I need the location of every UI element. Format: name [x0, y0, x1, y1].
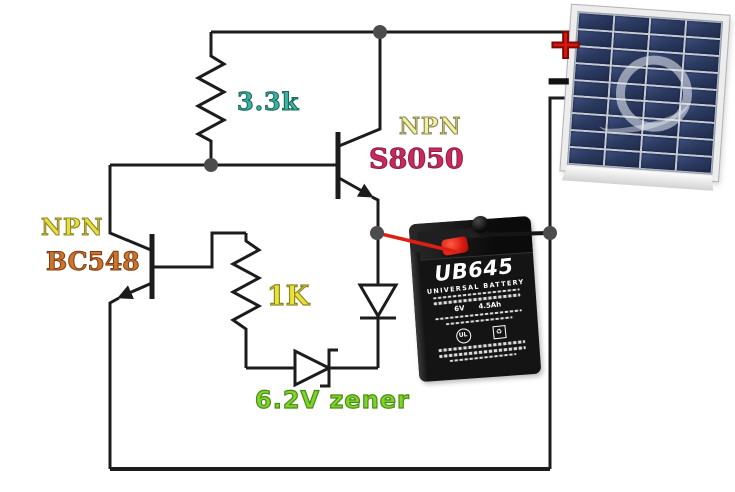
resistor-1k: [229, 233, 263, 368]
solar-cell: [573, 80, 609, 98]
label-bc548: BC548: [46, 247, 141, 276]
label-zener: 6.2V zener: [254, 386, 410, 414]
wire-bc548-base: [152, 231, 246, 269]
diode-triangle: [357, 283, 399, 319]
label-npn-bc548: NPN: [40, 214, 104, 241]
resistor-3.3k: [194, 32, 228, 165]
solar-cell: [572, 97, 608, 115]
ul-certification-icon: UL: [454, 327, 472, 345]
solar-panel-photo: [559, 3, 731, 182]
solar-cell: [613, 32, 649, 50]
label-s8050: S8050: [369, 144, 465, 175]
bc548-emitter: [108, 296, 120, 469]
zener-diode-triangle: [293, 348, 333, 388]
solar-cell: [677, 138, 713, 156]
battery-photo: UB645 UNIVERSAL BATTERY 6V 4.5Ah UL ♻: [408, 215, 542, 383]
battery-voltage-text: 6V: [453, 304, 466, 314]
solar-cell: [568, 148, 604, 166]
junction-dot-base: [204, 158, 218, 172]
s8050-collector: [338, 32, 382, 148]
solar-negative-sign: -: [545, 54, 573, 105]
solar-positive-sign: +: [547, 19, 584, 68]
solar-cell: [604, 150, 640, 168]
battery-negative-terminal: [472, 216, 489, 233]
solar-cell: [686, 20, 722, 38]
bc548-collector: [108, 165, 152, 252]
solar-cell: [606, 133, 641, 151]
battery-label: UB645 UNIVERSAL BATTERY 6V 4.5Ah UL ♻: [418, 250, 539, 379]
solar-cell: [578, 13, 614, 31]
solar-cell: [679, 121, 714, 140]
s8050-emitter-arrow: [338, 176, 374, 198]
solar-cell: [684, 37, 720, 55]
battery-case: UB645 UNIVERSAL BATTERY 6V 4.5Ah UL ♻: [408, 215, 542, 383]
solar-cell: [683, 54, 719, 72]
battery-capacity-text: 4.5Ah: [478, 300, 502, 312]
junction-dot-top: [373, 25, 387, 39]
recycle-icon: ♻: [491, 324, 507, 340]
solar-cell: [650, 18, 686, 36]
solar-cell: [614, 15, 650, 33]
solar-cell: [640, 153, 676, 171]
solar-cell: [570, 131, 606, 149]
label-resistor-1k: 1K: [266, 281, 310, 312]
label-resistor-3.3k: 3.3k: [236, 87, 300, 116]
solar-cell: [676, 155, 712, 173]
bc548-emitter-arrow: [117, 281, 153, 300]
solar-cell: [641, 136, 677, 154]
solar-cell: [649, 35, 684, 53]
battery-logo-row: UL ♻: [454, 324, 507, 345]
label-npn-s8050: NPN: [398, 113, 462, 140]
s8050-emitter: [371, 195, 380, 233]
